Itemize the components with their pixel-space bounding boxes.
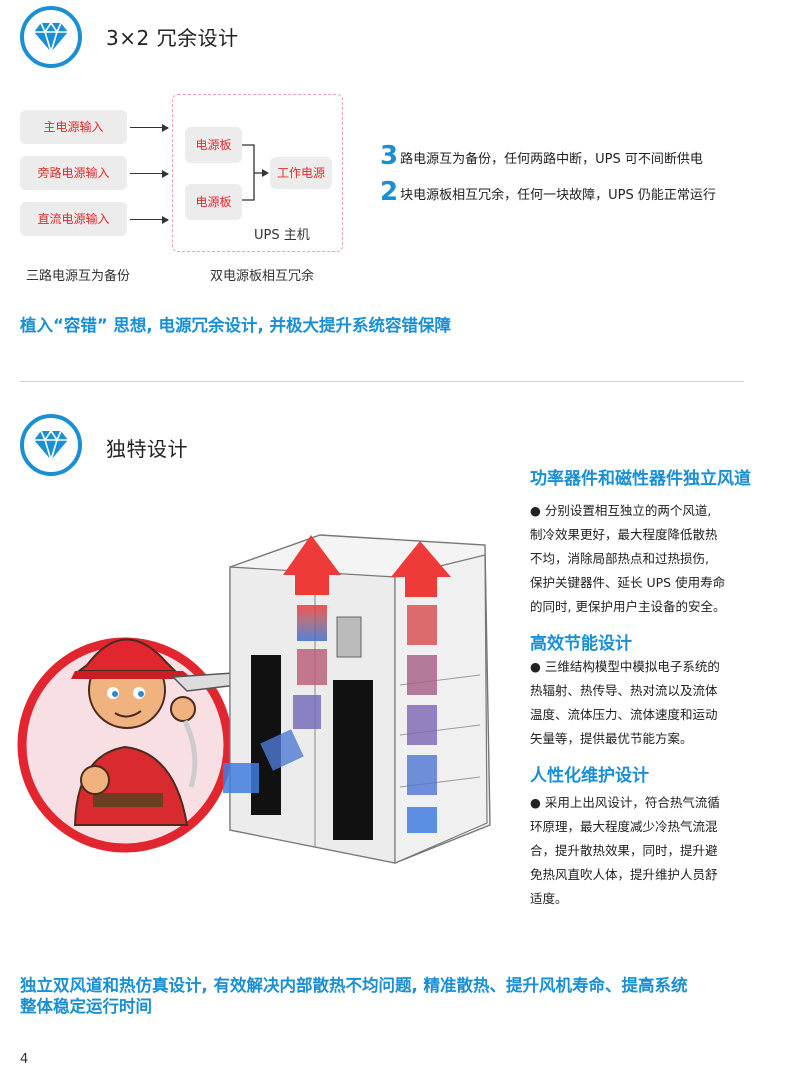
summary-line: 独立双风道和热仿真设计, 有效解决内部散热不均问题, 精准散热、提升风机寿命、提…: [20, 976, 688, 995]
feature-line: 的同时, 更保护用户主设备的安全。: [530, 599, 726, 614]
diamond-icon: [34, 21, 68, 53]
feature-line: 适度。: [530, 891, 568, 906]
caption-dual-board: 双电源板相互冗余: [210, 269, 315, 284]
feature-title: 人性化维护设计: [530, 766, 649, 786]
work-power: 工作电源: [270, 157, 332, 189]
arrow-bypass: [130, 169, 169, 178]
diamond-icon: [34, 429, 68, 461]
mechanic-mascot: [71, 638, 239, 826]
feature-line: 保护关键器件、延长 UPS 使用寿命: [530, 575, 726, 590]
point-text: 路电源互为备份，任何两路中断，UPS 可不间断供电: [400, 152, 703, 167]
input-bypass: 旁路电源输入: [20, 156, 127, 190]
point-text: 块电源板相互冗余，任何一块故障，UPS 仍能正常运行: [400, 188, 716, 203]
feature-line: ● 采用上出风设计，符合热气流循: [530, 795, 720, 810]
point-number: 3: [380, 141, 399, 171]
power-board-2: 电源板: [185, 184, 242, 220]
section-title-redundancy: 3×2 冗余设计: [106, 26, 239, 50]
point-three-way: 3 路电源互为备份，任何两路中断，UPS 可不间断供电: [380, 143, 703, 169]
page-number: 4: [20, 1052, 29, 1067]
feature-line: 不均，消除局部热点和过热损伤,: [530, 551, 709, 566]
input-main: 主电源输入: [20, 110, 127, 144]
feature-line: 免热风直吹人体，提升维护人员舒: [530, 867, 718, 882]
point-dual-board: 2 块电源板相互冗余，任何一块故障，UPS 仍能正常运行: [380, 179, 716, 205]
feature-line: 合，提升散热效果，同时，提升避: [530, 843, 718, 858]
feature-body: ● 分别设置相互独立的两个风道, 制冷效果更好，最大程度降低散热 不均，消除局部…: [530, 499, 760, 619]
airflow-right: [391, 541, 451, 833]
feature-airduct: 功率器件和磁性器件独立风道 ● 分别设置相互独立的两个风道, 制冷效果更好，最大…: [530, 468, 760, 619]
diamond-badge-2: [20, 414, 82, 476]
feature-line: ● 分别设置相互独立的两个风道,: [530, 503, 712, 518]
ups-host-box: [172, 94, 343, 252]
feature-maintenance: 人性化维护设计 ● 采用上出风设计，符合热气流循 环原理，最大程度减少冷热气流混…: [530, 765, 760, 911]
feature-line: 温度、流体压力、流体速度和运动: [530, 707, 718, 722]
summary-redundancy: 植入“容错” 思想, 电源冗余设计, 并极大提升系统容错保障: [20, 316, 451, 335]
feature-body: ● 三维结构模型中模拟电子系统的 热辐射、热传导、热对流以及流体 温度、流体压力…: [530, 655, 760, 751]
ups-host-label: UPS 主机: [254, 228, 310, 243]
board-connector: [242, 144, 269, 201]
feature-column: 功率器件和磁性器件独立风道 ● 分别设置相互独立的两个风道, 制冷效果更好，最大…: [530, 468, 760, 911]
summary-line: 整体稳定运行时间: [20, 997, 152, 1016]
power-board-1: 电源板: [185, 127, 242, 163]
feature-line: 制冷效果更好，最大程度降低散热: [530, 527, 718, 542]
section-title-unique: 独特设计: [106, 437, 188, 461]
input-dc: 直流电源输入: [20, 202, 127, 236]
airflow-left: [223, 535, 341, 793]
feature-energy: 高效节能设计 ● 三维结构模型中模拟电子系统的 热辐射、热传导、热对流以及流体 …: [530, 633, 760, 751]
feature-title: 高效节能设计: [530, 634, 632, 654]
arrow-main: [130, 123, 169, 132]
feature-body: ● 采用上出风设计，符合热气流循 环原理，最大程度减少冷热气流混 合，提升散热效…: [530, 791, 760, 911]
diamond-badge-1: [20, 6, 82, 68]
feature-title: 功率器件和磁性器件独立风道: [530, 469, 751, 489]
caption-three-way: 三路电源互为备份: [26, 269, 131, 284]
ups-airflow-illustration: [17, 534, 491, 864]
summary-unique-design: 独立双风道和热仿真设计, 有效解决内部散热不均问题, 精准散热、提升风机寿命、提…: [20, 975, 770, 1017]
arrow-dc: [130, 215, 169, 224]
ups-cabinet: [229, 534, 491, 864]
feature-line: 矢量等，提供最优节能方案。: [530, 731, 693, 746]
section-divider: [20, 381, 744, 382]
feature-line: ● 三维结构模型中模拟电子系统的: [530, 659, 720, 674]
feature-line: 环原理，最大程度减少冷热气流混: [530, 819, 718, 834]
point-number: 2: [380, 177, 399, 207]
feature-line: 热辐射、热传导、热对流以及流体: [530, 683, 718, 698]
